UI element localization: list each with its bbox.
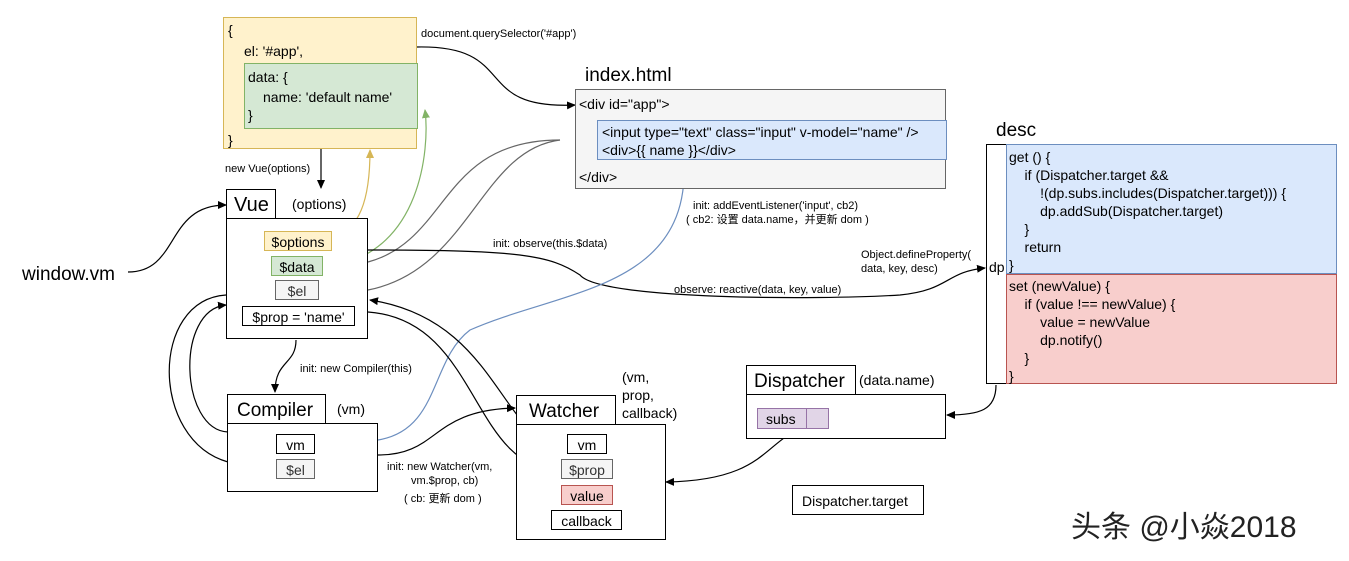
desc-set-line: if (value !== newValue) { <box>1009 296 1176 312</box>
dispatcher-subs-label: subs <box>766 411 796 427</box>
data-open-line: data: { <box>248 69 288 85</box>
options-close-brace: } <box>228 132 233 148</box>
options-data-box: data: { name: 'default name' } <box>244 63 418 129</box>
desc-dispatcher-arrow <box>946 384 997 419</box>
compiler-vm-chip: vm <box>276 434 315 454</box>
watcher-value-chip: value <box>561 485 613 505</box>
desc-set-block: set (newValue) { if (value !== newValue)… <box>1006 274 1337 384</box>
desc-get-line: get () { <box>1009 149 1051 165</box>
watcher-vm-chip: vm <box>567 434 607 454</box>
watcher-param-2: prop, <box>622 387 654 403</box>
cb-note-label: ( cb: 更新 dom ) <box>404 493 482 505</box>
query-selector-arrow <box>416 46 576 110</box>
query-selector-label: document.querySelector('#app') <box>421 28 577 40</box>
define-property-label-2: data, key, desc) <box>861 263 938 275</box>
watcher-param-1: (vm, <box>622 369 650 385</box>
el-link-line-2 <box>367 139 561 291</box>
options-object-box: { el: '#app', data: { name: 'default nam… <box>223 17 418 149</box>
desc-set-line: dp.notify() <box>1009 332 1103 348</box>
compiler-title: Compiler <box>237 400 314 421</box>
observe-reactive-label: observe: reactive(data, key, value) <box>674 284 842 296</box>
window-vm-label: window.vm <box>22 264 115 285</box>
watermark-text: 头条 @小焱2018 <box>1071 511 1297 544</box>
desc-get-line: } <box>1009 257 1014 273</box>
vue-options-chip: $options <box>264 231 332 251</box>
compiler-back-arrow-1 <box>168 294 229 463</box>
listener-label-1: init: addEventListener('input', cb2) <box>693 200 859 212</box>
dispatcher-param: (data.name) <box>859 372 935 388</box>
vue-body-box: $options $data $el $prop = 'name' <box>226 218 368 339</box>
desc-set-line: } <box>1009 368 1014 384</box>
desc-get-block: get () { if (Dispatcher.target && !(dp.s… <box>1006 144 1337 274</box>
dispatcher-subs-box: subs <box>757 408 829 429</box>
vue-param: (options) <box>292 196 347 212</box>
desc-get-line: !(dp.subs.includes(Dispatcher.target))) … <box>1009 185 1287 201</box>
vue-title: Vue <box>234 194 269 216</box>
data-name-line: name: 'default name' <box>263 89 393 105</box>
desc-get-line: dp.addSub(Dispatcher.target) <box>1009 203 1224 219</box>
index-input-line: <input type="text" class="input" v-model… <box>602 124 919 140</box>
init-compiler-label: init: new Compiler(this) <box>300 363 412 375</box>
index-html-title: index.html <box>585 65 672 86</box>
index-html-box: <div id="app"> <input type="text" class=… <box>575 89 947 189</box>
dispatcher-title-box: Dispatcher <box>746 365 856 395</box>
subs-divider <box>806 408 807 429</box>
compiler-el-chip: $el <box>276 459 315 479</box>
new-vue-label: new Vue(options) <box>225 163 311 175</box>
desc-title: desc <box>996 120 1037 141</box>
watcher-title-box: Watcher <box>516 395 616 425</box>
compiler-body-box: vm $el <box>227 423 378 492</box>
index-inner-box: <input type="text" class="input" v-model… <box>597 120 947 160</box>
index-div-name-line: <div>{{ name }}</div> <box>602 142 736 158</box>
observe-arrow <box>367 249 986 299</box>
window-vm-arrow <box>127 201 227 273</box>
dispatcher-body-box: subs <box>746 394 946 439</box>
desc-dp-column: dp <box>986 144 1007 384</box>
vue-title-box: Vue <box>226 189 276 219</box>
watcher-prop-chip: $prop <box>561 459 613 479</box>
vue-data-chip: $data <box>271 256 323 276</box>
data-close-line: } <box>248 107 253 123</box>
desc-set-line: set (newValue) { <box>1009 278 1110 294</box>
index-div-close: </div> <box>579 169 618 185</box>
desc-set-line: value = newValue <box>1009 314 1150 330</box>
compiler-arrow <box>271 339 297 393</box>
init-watcher-label-2: vm.$prop, cb) <box>411 475 479 487</box>
init-observe-label: init: observe(this.$data) <box>493 238 608 250</box>
listener-label-2: ( cb2: 设置 data.name，并更新 dom ) <box>686 214 869 226</box>
watcher-arrow <box>377 404 516 456</box>
dispatcher-target-label: Dispatcher.target <box>802 493 908 509</box>
desc-dp-label: dp <box>989 259 1005 275</box>
define-property-label-1: Object.defineProperty( <box>861 249 972 261</box>
options-el-line: el: '#app', <box>244 43 304 59</box>
options-open-brace: { <box>228 22 233 38</box>
watcher-callback-chip: callback <box>551 510 622 530</box>
desc-get-line: } <box>1009 221 1030 237</box>
vue-el-chip: $el <box>275 280 319 300</box>
init-watcher-label-1: init: new Watcher(vm, <box>387 461 493 473</box>
compiler-param: (vm) <box>337 401 365 417</box>
desc-get-line: if (Dispatcher.target && <box>1009 167 1169 183</box>
vue-prop-chip: $prop = 'name' <box>242 306 355 326</box>
dispatcher-title: Dispatcher <box>754 371 845 392</box>
watcher-body-box: vm $prop value callback <box>516 424 666 540</box>
listener-arrow <box>377 161 689 441</box>
index-div-open: <div id="app"> <box>579 96 670 112</box>
watcher-param-3: callback) <box>622 405 678 421</box>
desc-get-line: return <box>1009 239 1062 255</box>
watcher-title: Watcher <box>529 401 600 422</box>
desc-set-line: } <box>1009 350 1030 366</box>
dispatcher-target-box: Dispatcher.target <box>792 485 924 515</box>
compiler-back-arrow-2 <box>189 301 229 433</box>
compiler-title-box: Compiler <box>227 394 326 424</box>
